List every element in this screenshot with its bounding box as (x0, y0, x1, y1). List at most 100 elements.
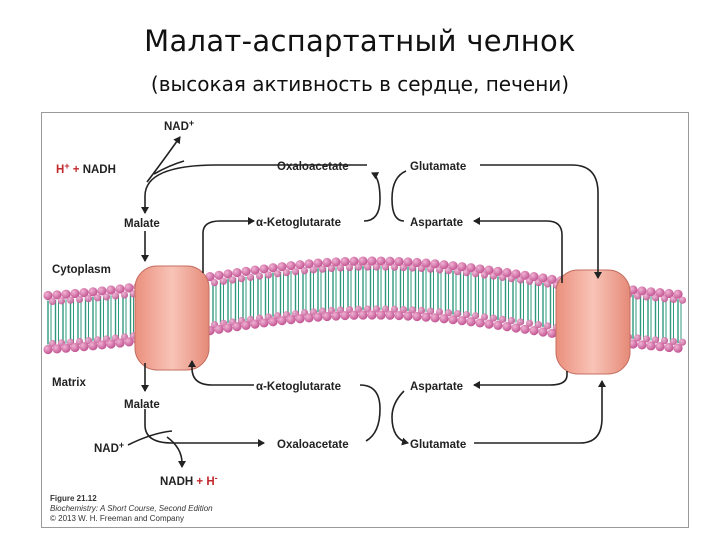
nad-uptake-arrow (127, 430, 173, 446)
aspartate-out-arrow (473, 217, 563, 283)
lipid-head (529, 326, 539, 336)
label-aspartate-top: Aspartate (410, 217, 463, 229)
lipid-head (93, 294, 102, 302)
lipid-head (367, 256, 377, 266)
lipid-head (484, 265, 494, 275)
oxaloacetate-to-malate-arrow (141, 164, 367, 214)
lipid-head (525, 319, 534, 327)
lipid-head (223, 269, 233, 279)
lipid-head (651, 336, 660, 344)
top-transamination-right-arrow (391, 170, 407, 222)
lipid-head (79, 342, 89, 352)
lipid-head (673, 289, 683, 299)
lipid-head (412, 311, 422, 322)
lipid-head (642, 335, 651, 343)
figure-copyright: © 2013 W. H. Freeman and Company (50, 514, 184, 523)
lipid-head (507, 317, 516, 325)
lipid-head (345, 305, 354, 314)
lipid-head (97, 340, 107, 350)
lipid-head (412, 257, 422, 268)
lipid-head (390, 305, 399, 313)
lipid-head (516, 318, 525, 326)
lipid-head (520, 270, 530, 280)
lipid-head (219, 277, 228, 285)
lipid-head (43, 290, 53, 301)
lipid-head (102, 293, 111, 301)
lipid-head (678, 338, 687, 346)
lipid-head (385, 310, 395, 320)
lipid-head (372, 263, 381, 271)
lipid-head (106, 285, 116, 295)
lipid-head (403, 311, 413, 321)
lipid-head (120, 291, 129, 299)
lipid-head (543, 322, 552, 330)
lipid-head (633, 334, 642, 342)
lipid-head (385, 256, 395, 266)
lipid-head (363, 263, 372, 271)
lipid-head (376, 310, 386, 320)
lipid-head (124, 337, 134, 347)
label-glutamate-bottom: Glutamate (410, 439, 466, 451)
lipid-head (115, 338, 125, 348)
lipid-head (259, 318, 269, 328)
lipid-head (322, 257, 332, 268)
lipid-head (340, 256, 350, 267)
lipid-head (363, 305, 372, 313)
lipid-head (277, 262, 287, 272)
cytoplasm-arrows (141, 136, 602, 283)
lipid-head (111, 292, 120, 300)
nadh-release-arrow (166, 436, 186, 468)
lipid-head (268, 263, 278, 273)
lipid-head (331, 257, 341, 267)
lipid-head (309, 266, 318, 274)
figure-number: Figure 21.12 (50, 494, 97, 503)
lipid-head (286, 261, 296, 271)
lipid-head (70, 288, 80, 299)
lipid-head (84, 295, 93, 303)
lipid-head (493, 320, 503, 330)
lipid-head (547, 274, 557, 284)
lipid-head (237, 275, 246, 283)
figure-source: Biochemistry: A Short Course, Second Edi… (50, 504, 213, 513)
lipid-head (547, 328, 557, 338)
lipid-head (336, 264, 345, 272)
lipid-head (295, 314, 305, 324)
lipid-head (498, 315, 507, 323)
lipid-head (300, 267, 309, 275)
lipid-head (457, 316, 467, 326)
lipid-head (417, 306, 426, 315)
lipid-head (313, 312, 323, 322)
lipid-head (232, 322, 242, 332)
label-matrix: Matrix (52, 377, 86, 389)
malate-aspartate-shuttle-diagram: NAD+ H+ + NADH Oxaloacetate Glutamate Ma… (43, 118, 687, 523)
label-nad-plus-top: NAD+ (164, 118, 194, 133)
lipid-head (484, 319, 494, 329)
lipid-head (327, 264, 336, 273)
lipid-head (673, 343, 683, 353)
label-glutamate-top: Glutamate (410, 161, 466, 173)
lipid-head (246, 273, 255, 281)
lipid-head (394, 310, 404, 321)
lipid-head (628, 285, 638, 295)
slide-subtitle: (высокая активность в сердце, печени) (150, 72, 570, 96)
lipid-head (304, 259, 314, 269)
lipid-head (264, 271, 273, 279)
lipid-head (214, 270, 224, 280)
label-h-plus-nadh-top: H+ + NADH (56, 161, 116, 176)
lipid-head (88, 287, 98, 297)
lipid-head (277, 316, 287, 326)
glutamate-into-transporter-arrow (480, 164, 602, 279)
lipid-head (435, 308, 444, 316)
lipid-head (273, 270, 282, 278)
lipid-head (345, 263, 354, 272)
lipid-head (376, 256, 386, 266)
lipid-head (52, 344, 62, 354)
lipid-head (403, 257, 413, 267)
nadh-to-malate-arrow (153, 160, 185, 175)
lipid-head (655, 342, 665, 352)
lipid-head (340, 310, 350, 321)
lipid-head (538, 273, 548, 283)
lipid-head (520, 324, 530, 334)
alpha-kg-out-arrow (202, 217, 255, 273)
lipid-head (322, 311, 332, 322)
